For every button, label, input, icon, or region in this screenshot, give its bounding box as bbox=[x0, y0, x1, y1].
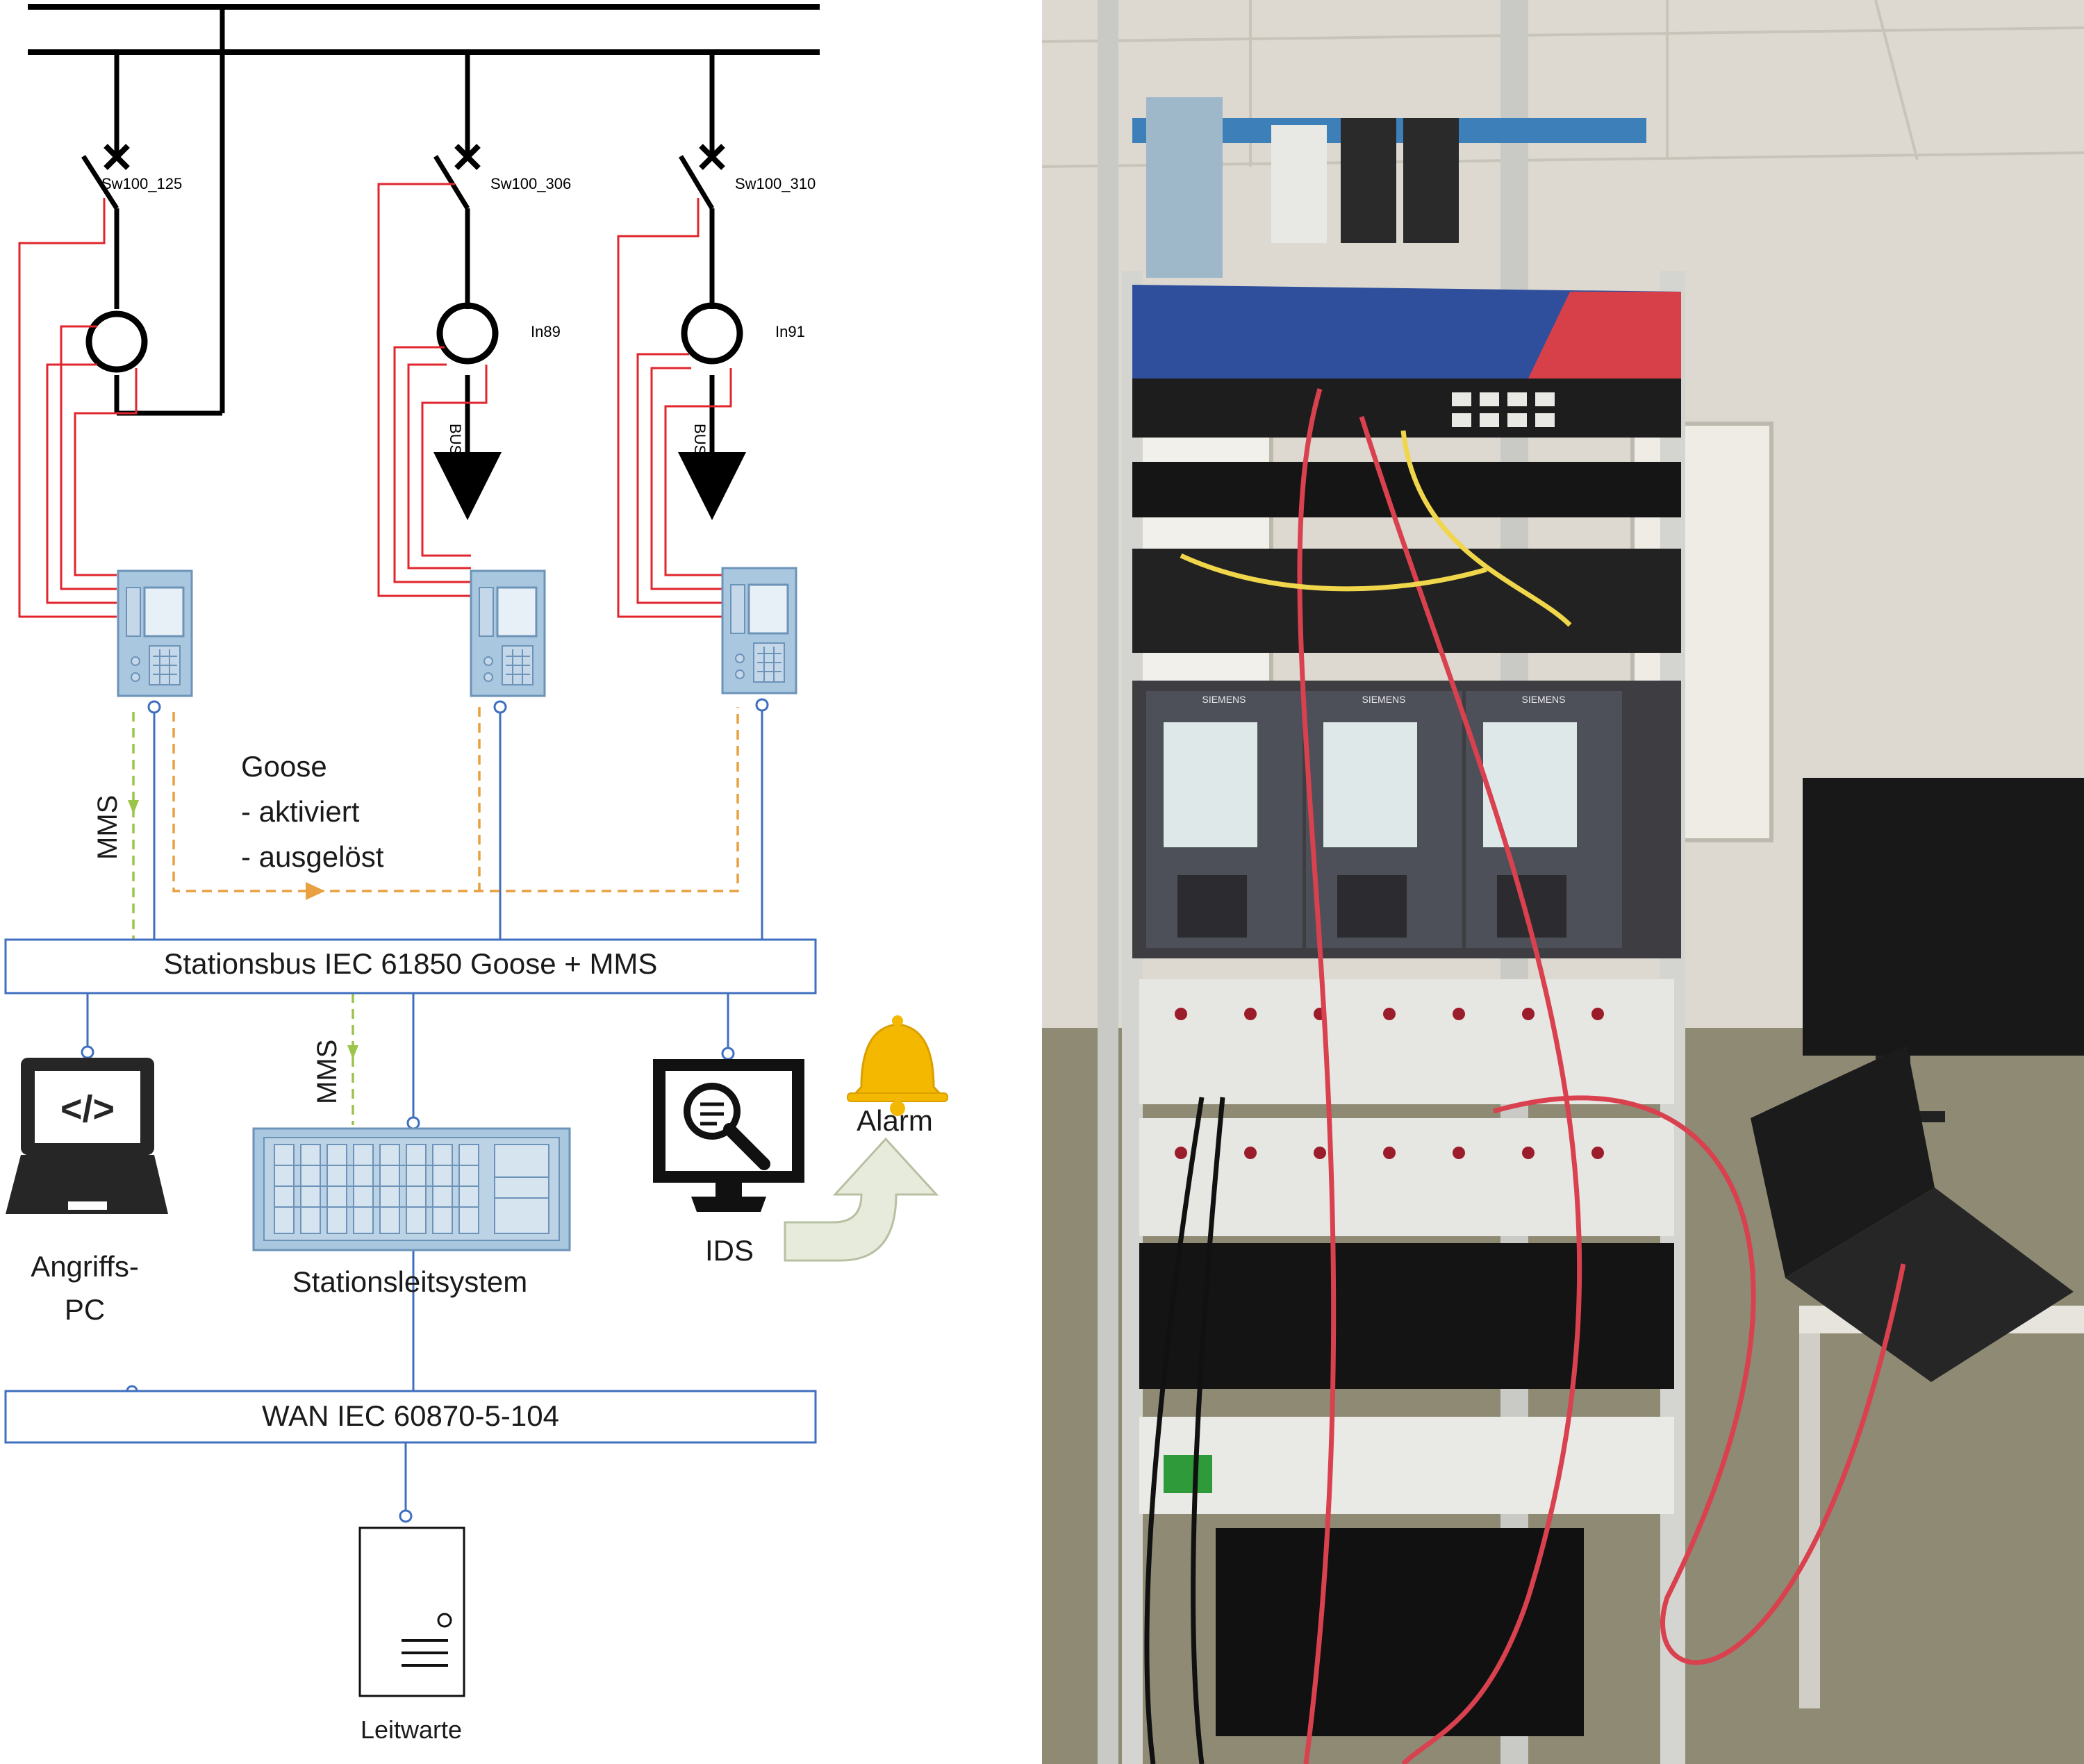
siemens-relay-1: SIEMENS bbox=[1146, 691, 1302, 948]
ids-monitor bbox=[653, 1059, 804, 1212]
switch-blade-2 bbox=[433, 155, 470, 210]
lab-laptop-screen bbox=[1751, 1045, 1935, 1278]
din-module-4 bbox=[1403, 118, 1459, 243]
scada-rack-icon bbox=[252, 1127, 571, 1251]
test-terminal-panel-2 bbox=[1139, 1118, 1674, 1236]
protection-relay-1 bbox=[117, 569, 193, 697]
din-module-1 bbox=[1146, 97, 1223, 278]
lab-rack-photo: SIEMENS SIEMENS SIEMENS bbox=[1042, 0, 2084, 1764]
protection-relay-2 bbox=[470, 569, 546, 697]
bus-label-310: BUS 310 bbox=[691, 424, 709, 485]
substation-diagram: Sw100_125 Sw100_306 In89 BUS 306 Sw100_3… bbox=[4, 4, 948, 1744]
wan-box bbox=[4, 1390, 817, 1444]
ct-label-3: In91 bbox=[775, 323, 805, 340]
patch-panel bbox=[1132, 549, 1681, 653]
protection-relay-3 bbox=[721, 567, 797, 694]
switch-port-panel bbox=[1132, 378, 1681, 438]
goose-activated: - aktiviert bbox=[241, 795, 360, 828]
alarm-label: Alarm bbox=[857, 1104, 933, 1137]
server-icon bbox=[358, 1526, 465, 1697]
relay-brand-2: SIEMENS bbox=[1362, 694, 1405, 705]
rack-server-unit bbox=[1139, 1243, 1674, 1389]
siemens-relay-3: SIEMENS bbox=[1466, 691, 1622, 948]
switch-label-1: Sw100_125 bbox=[101, 175, 182, 192]
mms-label-upper: MMS bbox=[92, 795, 123, 860]
rack-post-left-rear bbox=[1098, 0, 1118, 1764]
goose-title: Goose bbox=[241, 750, 327, 783]
switch-ports bbox=[1452, 392, 1555, 427]
magnifier-icon bbox=[684, 1083, 741, 1140]
wan-label: WAN IEC 60870-5-104 bbox=[262, 1399, 559, 1432]
mms-label-lower: MMS bbox=[312, 1040, 342, 1104]
station-bus-label: Stationsbus IEC 61850 Goose + MMS bbox=[164, 947, 658, 980]
switch-blade-1 bbox=[81, 155, 119, 210]
current-transformer-2 bbox=[436, 302, 499, 365]
siemens-relay-2: SIEMENS bbox=[1306, 691, 1462, 948]
current-transformer-1 bbox=[85, 310, 148, 373]
cable-management-panel bbox=[1132, 462, 1681, 517]
switch-blade-3 bbox=[678, 155, 715, 210]
relay-screen-2 bbox=[1323, 722, 1417, 847]
power-panel bbox=[1139, 1417, 1674, 1514]
station-bus-box bbox=[4, 938, 817, 995]
code-icon: </> bbox=[60, 1088, 115, 1130]
feeder-2: Sw100_306 In89 BUS 306 bbox=[433, 52, 571, 520]
test-sockets bbox=[1175, 1008, 1604, 1159]
station-bus-links bbox=[81, 698, 769, 1523]
relay-brand-1: SIEMENS bbox=[1202, 694, 1246, 705]
test-terminal-panel-1 bbox=[1139, 979, 1674, 1104]
scada-label: Stationsleitsystem bbox=[292, 1265, 527, 1298]
alarm-arrow bbox=[784, 1137, 939, 1262]
pc-tower bbox=[1216, 1528, 1584, 1736]
ids-label: IDS bbox=[705, 1234, 754, 1267]
attack-pc: </> bbox=[6, 1058, 168, 1214]
din-module-2 bbox=[1271, 125, 1327, 243]
rack-cables bbox=[1144, 388, 1906, 1764]
secondary-wiring bbox=[18, 183, 732, 618]
relay-screen-3 bbox=[1483, 722, 1577, 847]
control-center-label: Leitwarte bbox=[361, 1715, 462, 1744]
feeder-3: Sw100_310 In91 BUS 310 bbox=[678, 52, 816, 520]
relay-screen-1 bbox=[1164, 722, 1257, 847]
bus-label-306: BUS 306 bbox=[447, 424, 464, 485]
attack-pc-label-2: PC bbox=[65, 1293, 105, 1326]
mms-arrow-upper bbox=[128, 800, 139, 814]
mms-arrow-lower bbox=[347, 1045, 358, 1059]
ct-label-2: In89 bbox=[531, 323, 561, 340]
power-socket bbox=[1164, 1455, 1212, 1493]
din-module-3 bbox=[1341, 118, 1396, 243]
lab-laptop-keyboard bbox=[1785, 1188, 2074, 1382]
current-transformer-3 bbox=[681, 302, 743, 365]
relay-brand-3: SIEMENS bbox=[1521, 694, 1565, 705]
goose-lines bbox=[172, 707, 739, 892]
attack-pc-label-1: Angriffs- bbox=[31, 1250, 139, 1283]
bell-icon bbox=[847, 1015, 948, 1116]
desk-monitor bbox=[1803, 778, 2084, 1056]
goose-arrow bbox=[306, 882, 325, 900]
switch-label-3: Sw100_310 bbox=[735, 175, 816, 192]
goose-tripped: - ausgelöst bbox=[241, 840, 384, 873]
switch-label-2: Sw100_306 bbox=[490, 175, 571, 192]
